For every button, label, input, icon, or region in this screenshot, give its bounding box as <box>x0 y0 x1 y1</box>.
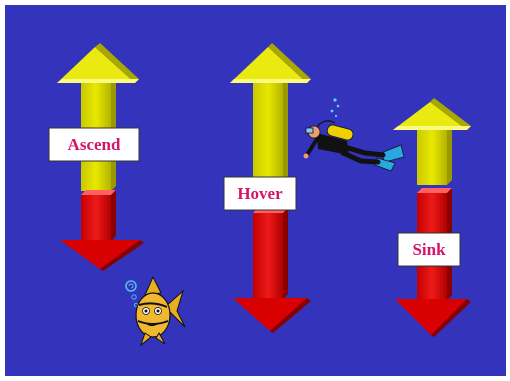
ascend-label: Ascend <box>68 135 121 154</box>
hover-label-box <box>223 176 297 211</box>
ascend-column: Ascend <box>48 43 144 271</box>
ascend-label-box <box>48 127 140 162</box>
ascend-down-arrow <box>60 190 144 271</box>
sink-label-box <box>397 232 461 267</box>
sink-column: Sink <box>393 98 471 337</box>
sink-label: Sink <box>412 240 446 259</box>
scuba-diver-icon <box>303 98 405 172</box>
fish-icon <box>125 275 186 347</box>
hover-column: Hover <box>223 43 311 333</box>
hover-label: Hover <box>237 184 283 203</box>
slide-canvas: Ascend Hover <box>5 5 506 376</box>
sink-up-arrow <box>393 98 471 185</box>
